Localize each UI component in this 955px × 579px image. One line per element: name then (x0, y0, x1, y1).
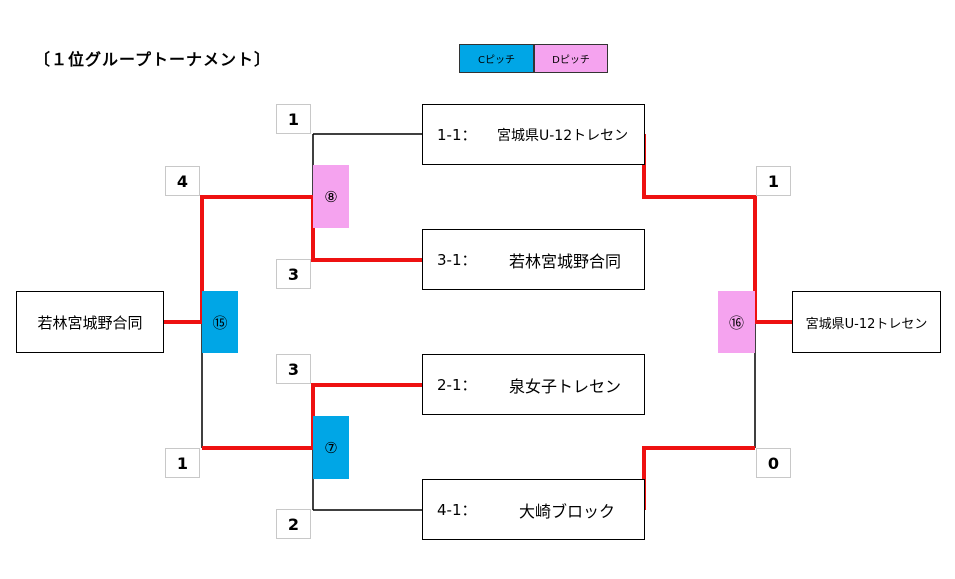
team-name: 泉女子トレセン (509, 376, 622, 396)
team-code: 2-1： (437, 376, 477, 394)
right-final-winner: 宮城県U-12トレセン (792, 291, 941, 353)
match-8-label: ⑧ (313, 165, 349, 228)
team-box-1-1: 1-1： 宮城県U-12トレセン (422, 104, 645, 165)
team-name: 大崎ブロック (519, 501, 616, 521)
score-match8-bottom: 3 (276, 259, 311, 289)
score-match7-bottom: 2 (276, 509, 311, 539)
match-16-label: ⑯ (718, 291, 755, 353)
win-path-m16-top (642, 134, 792, 324)
team-name: 若林宮城野合同 (509, 251, 622, 271)
win-path-m15 (163, 195, 313, 324)
team-box-2-1: 2-1： 泉女子トレセン (422, 354, 645, 415)
score-match16-bottom: 0 (756, 448, 791, 478)
score-match7-top: 3 (276, 354, 311, 384)
left-final-winner: 若林宮城野合同 (16, 291, 164, 353)
score-match16-top: 1 (756, 166, 791, 196)
team-code: 4-1： (437, 501, 477, 519)
score-match8-top: 1 (276, 104, 311, 134)
match-7-label: ⑦ (313, 416, 349, 479)
score-match15-bottom: 1 (165, 448, 200, 478)
win-path-m16-bottom (642, 446, 755, 510)
legend-c-pitch: Cピッチ (459, 44, 534, 73)
team-code: 1-1： (437, 126, 477, 144)
score-match15-top: 4 (165, 166, 200, 196)
legend-d-pitch: Dピッチ (534, 44, 608, 73)
team-box-3-1: 3-1： 若林宮城野合同 (422, 229, 645, 290)
team-code: 3-1： (437, 251, 477, 269)
team-box-4-1: 4-1： 大崎ブロック (422, 479, 645, 540)
page-title: 〔１位グループトーナメント〕 (34, 50, 272, 69)
match-15-label: ⑮ (202, 291, 238, 353)
team-name: 宮城県U-12トレセン (497, 127, 629, 144)
